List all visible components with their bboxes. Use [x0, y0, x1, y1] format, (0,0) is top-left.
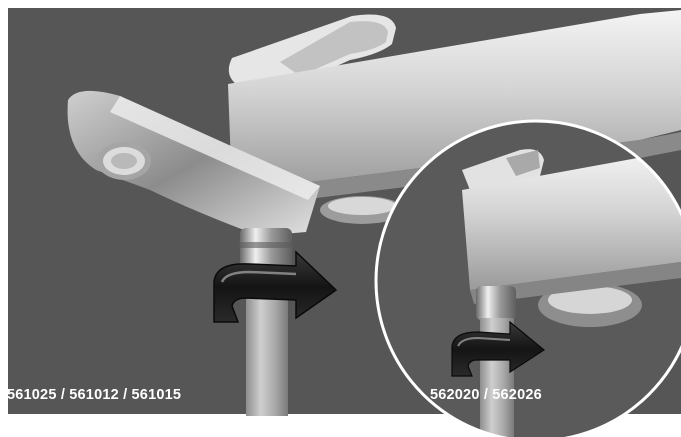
- white-border-top: [0, 0, 681, 8]
- model-numbers-left: 561025 / 561012 / 561015: [7, 387, 182, 403]
- rotate-arrow-icon: [213, 250, 338, 323]
- white-border-left: [0, 0, 8, 437]
- model-numbers-right: 562020 / 562026: [430, 387, 542, 403]
- rotate-arrow-icon: [451, 320, 546, 377]
